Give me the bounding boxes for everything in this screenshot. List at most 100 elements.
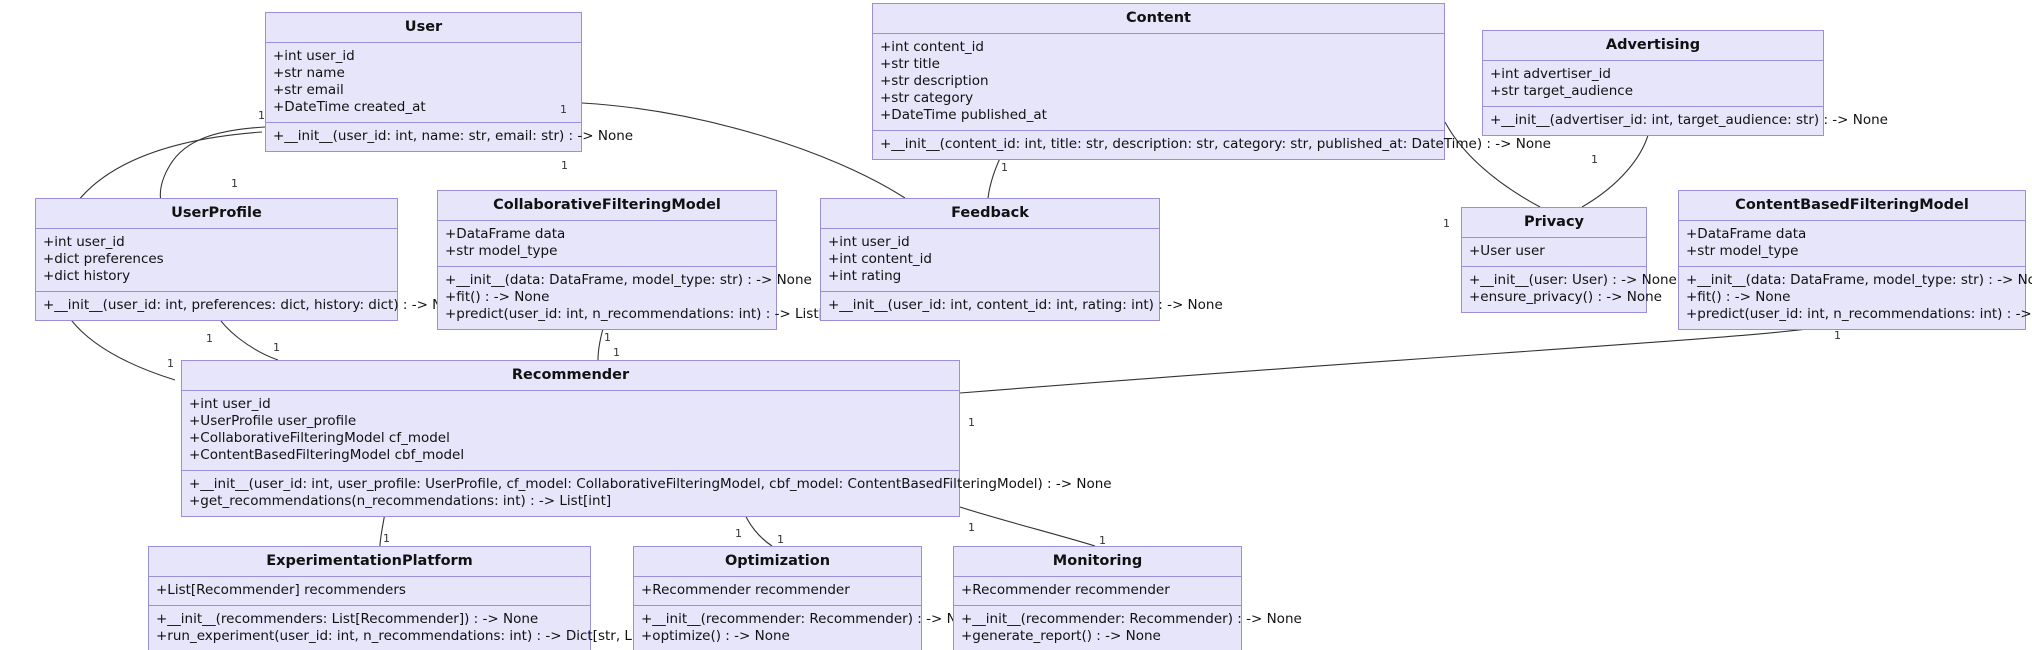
multiplicity-label: 1 xyxy=(206,332,213,345)
attribute-row: +int rating xyxy=(828,267,902,284)
class-attributes: +List[Recommender] recommenders xyxy=(149,577,590,606)
class-attributes: +Recommender recommender xyxy=(954,577,1241,606)
uml-class-cfmodel[interactable]: CollaborativeFilteringModel+DataFrame da… xyxy=(437,190,847,330)
attribute-row: +int advertiser_id xyxy=(1490,65,1611,82)
multiplicity-label: 1 xyxy=(1099,534,1106,547)
class-title: Optimization xyxy=(634,547,921,577)
class-title: UserProfile xyxy=(36,199,397,229)
attribute-row: +int user_id xyxy=(828,233,910,250)
multiplicity-label: 1 xyxy=(968,416,975,429)
class-methods: +__init__(user_id: int, preferences: dic… xyxy=(36,292,468,320)
method-row: +fit() : -> None xyxy=(1686,288,1791,305)
multiplicity-label: 1 xyxy=(604,331,611,344)
method-row: +__init__(content_id: int, title: str, d… xyxy=(880,135,1551,152)
attribute-row: +DateTime created_at xyxy=(273,98,426,115)
method-row: +predict(user_id: int, n_recommendations… xyxy=(445,305,847,322)
class-title: Feedback xyxy=(821,199,1159,229)
attribute-row: +DataFrame data xyxy=(1686,225,1807,242)
attribute-row: +str target_audience xyxy=(1490,82,1634,99)
method-row: +run_experiment(user_id: int, n_recommen… xyxy=(156,627,682,644)
class-methods: +__init__(content_id: int, title: str, d… xyxy=(873,131,1551,159)
class-attributes: +Recommender recommender xyxy=(634,577,921,606)
uml-class-optimization[interactable]: Optimization +Recommender recommender +__i… xyxy=(633,546,982,650)
class-attributes: +DataFrame data+str model_type xyxy=(438,221,776,267)
multiplicity-label: 1 xyxy=(735,527,742,540)
method-row: +ensure_privacy() : -> None xyxy=(1469,288,1662,305)
method-row: +fit() : -> None xyxy=(445,288,550,305)
class-methods: +__init__(recommenders: List[Recommender… xyxy=(149,606,682,650)
class-attributes: +int user_id+str name+str email+DateTime… xyxy=(266,43,581,123)
multiplicity-label: 1 xyxy=(1001,161,1008,174)
class-title: Privacy xyxy=(1462,208,1646,238)
method-row: +__init__(user_id: int, content_id: int,… xyxy=(828,296,1223,313)
class-attributes: +User user xyxy=(1462,238,1646,267)
method-row: +__init__(data: DataFrame, model_type: s… xyxy=(445,271,812,288)
class-methods: +__init__(recommender: Recommender) : ->… xyxy=(954,606,1302,650)
attribute-row: +int content_id xyxy=(880,38,984,55)
attribute-row: +dict history xyxy=(43,267,131,284)
uml-class-recommender[interactable]: Recommender +int user_id+UserProfile user… xyxy=(181,360,1112,517)
attribute-row: +int user_id xyxy=(273,47,355,64)
multiplicity-label: 1 xyxy=(273,341,280,354)
class-attributes: +int advertiser_id+str target_audience xyxy=(1483,61,1823,107)
attribute-row: +Recommender recommender xyxy=(961,581,1170,598)
class-methods: +__init__(data: DataFrame, model_type: s… xyxy=(438,267,847,329)
attribute-row: +int content_id xyxy=(828,250,932,267)
attribute-row: +str description xyxy=(880,72,989,89)
method-row: +__init__(user_id: int, user_profile: Us… xyxy=(189,475,1112,492)
uml-class-monitoring[interactable]: Monitoring +Recommender recommender +__ini… xyxy=(953,546,1302,650)
uml-class-cbfmodel[interactable]: ContentBasedFilteringModel+DataFrame dat… xyxy=(1678,190,2032,330)
class-attributes: +int user_id+dict preferences+dict histo… xyxy=(36,229,397,292)
class-methods: +__init__(user_id: int, content_id: int,… xyxy=(821,292,1223,320)
attribute-row: +str email xyxy=(273,81,344,98)
uml-class-advertising[interactable]: Advertising+int advertiser_id+str target… xyxy=(1482,30,1888,136)
uml-class-feedback[interactable]: Feedback+int user_id+int content_id+int … xyxy=(820,198,1223,321)
class-title: Monitoring xyxy=(954,547,1241,577)
attribute-row: +str title xyxy=(880,55,940,72)
class-methods: +__init__(recommender: Recommender) : ->… xyxy=(634,606,982,650)
attribute-row: +dict preferences xyxy=(43,250,164,267)
attribute-row: +int user_id xyxy=(189,395,271,412)
class-title: ExperimentationPlatform xyxy=(149,547,590,577)
class-attributes: +DataFrame data+str model_type xyxy=(1679,221,2025,267)
attribute-row: +CollaborativeFilteringModel cf_model xyxy=(189,429,450,446)
uml-class-privacy[interactable]: Privacy+User user +__init__(user: User) :… xyxy=(1461,207,1677,313)
uml-class-user[interactable]: User+int user_id+str name+str email+Date… xyxy=(265,12,633,152)
uml-class-content[interactable]: Content +int content_id+str title+str des… xyxy=(872,3,1551,160)
class-title: Advertising xyxy=(1483,31,1823,61)
class-methods: +__init__(advertiser_id: int, target_aud… xyxy=(1483,107,1888,135)
multiplicity-label: 1 xyxy=(777,533,784,546)
method-row: +generate_report() : -> None xyxy=(961,627,1161,644)
multiplicity-label: 1 xyxy=(968,521,975,534)
multiplicity-label: 1 xyxy=(231,177,238,190)
method-row: +__init__(user: User) : -> None xyxy=(1469,271,1677,288)
class-attributes: +int user_id+int content_id+int rating xyxy=(821,229,1159,292)
multiplicity-label: 1 xyxy=(1834,329,1841,342)
attribute-row: +UserProfile user_profile xyxy=(189,412,357,429)
uml-class-userprofile[interactable]: UserProfile+int user_id+dict preferences… xyxy=(35,198,468,321)
attribute-row: +str category xyxy=(880,89,974,106)
class-title: Content xyxy=(873,4,1444,34)
attribute-row: +int user_id xyxy=(43,233,125,250)
multiplicity-label: 1 xyxy=(1591,153,1598,166)
class-title: ContentBasedFilteringModel xyxy=(1679,191,2025,221)
class-title: Recommender xyxy=(182,361,959,391)
method-row: +__init__(recommender: Recommender) : ->… xyxy=(961,610,1302,627)
attribute-row: +ContentBasedFilteringModel cbf_model xyxy=(189,446,465,463)
attribute-row: +str model_type xyxy=(1686,242,1799,259)
method-row: +__init__(data: DataFrame, model_type: s… xyxy=(1686,271,2032,288)
multiplicity-label: 1 xyxy=(167,357,174,370)
multiplicity-label: 1 xyxy=(383,532,390,545)
uml-class-experimentationplatform[interactable]: ExperimentationPlatform +List[Recommender… xyxy=(148,546,682,650)
multiplicity-label: 1 xyxy=(560,103,567,116)
method-row: +__init__(advertiser_id: int, target_aud… xyxy=(1490,111,1888,128)
multiplicity-label: 1 xyxy=(1443,217,1450,230)
attribute-row: +Recommender recommender xyxy=(641,581,850,598)
method-row: +optimize() : -> None xyxy=(641,627,790,644)
attribute-row: +DateTime published_at xyxy=(880,106,1047,123)
multiplicity-label: 1 xyxy=(561,159,568,172)
attribute-row: +List[Recommender] recommenders xyxy=(156,581,406,598)
method-row: +__init__(user_id: int, preferences: dic… xyxy=(43,296,468,313)
